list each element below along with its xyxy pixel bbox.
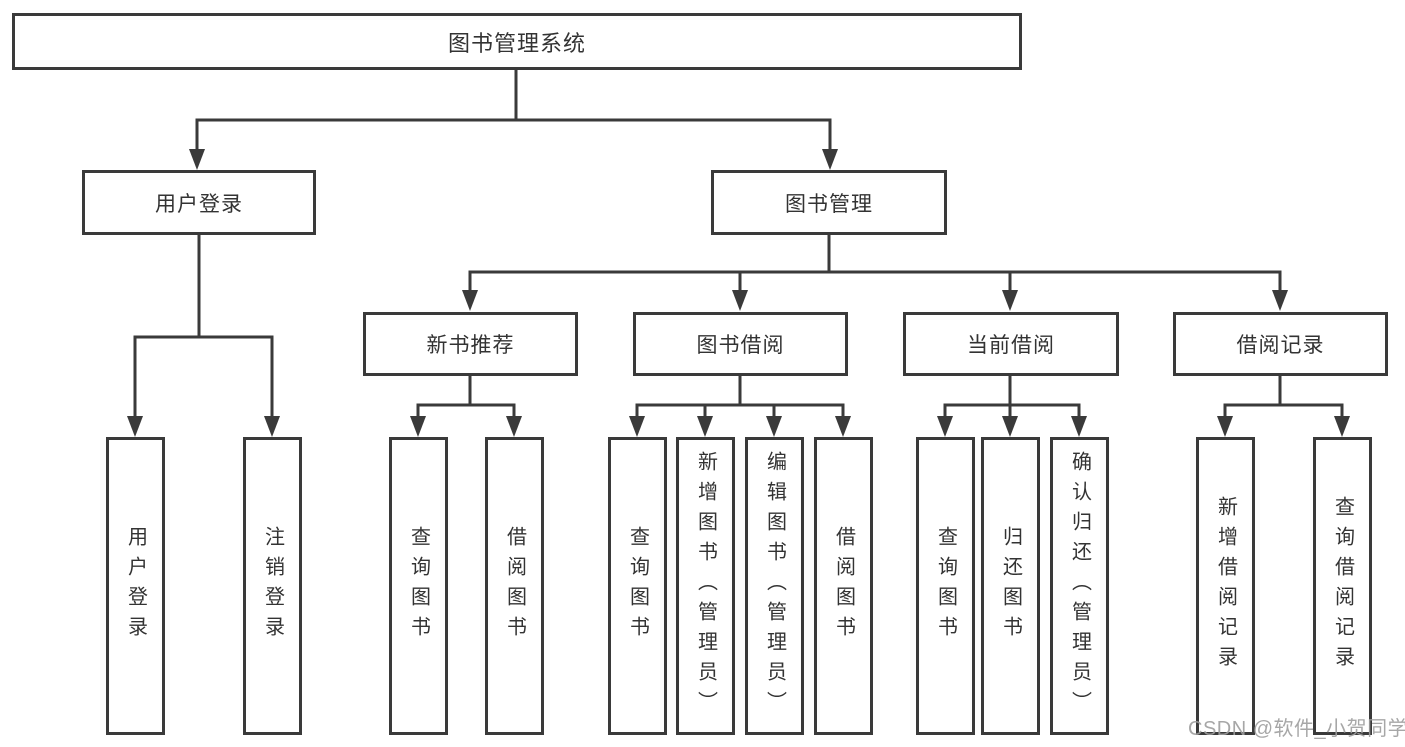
leaf-query-books-2: 查询图书 — [608, 437, 667, 735]
leaf-borrow-books-1: 借阅图书 — [485, 437, 544, 735]
leaf-query-books-3: 查询图书 — [916, 437, 975, 735]
leaf-add-book-admin: 新增图书（管理员） — [676, 437, 735, 735]
csdn-watermark: CSDN @软件_小贺同学 — [1188, 718, 1405, 740]
node-label: 新增借阅记录 — [1214, 496, 1237, 676]
node-label: 借阅图书 — [832, 526, 855, 646]
leaf-edit-book-admin: 编辑图书（管理员） — [745, 437, 804, 735]
leaf-logout: 注销登录 — [243, 437, 302, 735]
leaf-return-books: 归还图书 — [981, 437, 1040, 735]
node-library-system: 图书管理系统 — [12, 13, 1022, 70]
node-label: 当前借阅 — [967, 334, 1055, 357]
node-label: 图书管理 — [785, 192, 873, 216]
node-label: 查询图书 — [626, 526, 649, 646]
node-label: 编辑图书（管理员） — [763, 451, 786, 721]
node-user-login: 用户登录 — [82, 170, 316, 235]
leaf-user-login: 用户登录 — [106, 437, 165, 735]
node-new-book-recommendation: 新书推荐 — [363, 312, 578, 376]
leaf-query-borrow-record: 查询借阅记录 — [1313, 437, 1372, 735]
leaf-borrow-books-2: 借阅图书 — [814, 437, 873, 735]
node-label: 查询借阅记录 — [1331, 496, 1354, 676]
node-label: 注销登录 — [261, 526, 284, 646]
node-book-management: 图书管理 — [711, 170, 947, 235]
node-label: 归还图书 — [999, 526, 1022, 646]
node-label: 新增图书（管理员） — [694, 451, 717, 721]
node-borrowing-records: 借阅记录 — [1173, 312, 1388, 376]
node-label: 新书推荐 — [426, 334, 515, 357]
node-label: 确认归还（管理员） — [1068, 451, 1091, 721]
node-label: 借阅记录 — [1236, 334, 1325, 357]
leaf-query-books-1: 查询图书 — [389, 437, 448, 735]
leaf-add-borrow-record: 新增借阅记录 — [1196, 437, 1255, 735]
leaf-confirm-return-admin: 确认归还（管理员） — [1050, 437, 1109, 735]
node-label: 图书借阅 — [696, 334, 785, 357]
node-current-borrowing: 当前借阅 — [903, 312, 1119, 376]
node-label: 图书管理系统 — [447, 30, 586, 56]
node-label: 用户登录 — [155, 192, 243, 216]
node-label: 查询图书 — [934, 526, 957, 646]
node-label: 用户登录 — [124, 526, 147, 646]
node-book-borrowing: 图书借阅 — [633, 312, 848, 376]
node-label: 查询图书 — [407, 526, 430, 646]
node-label: 借阅图书 — [503, 526, 526, 646]
